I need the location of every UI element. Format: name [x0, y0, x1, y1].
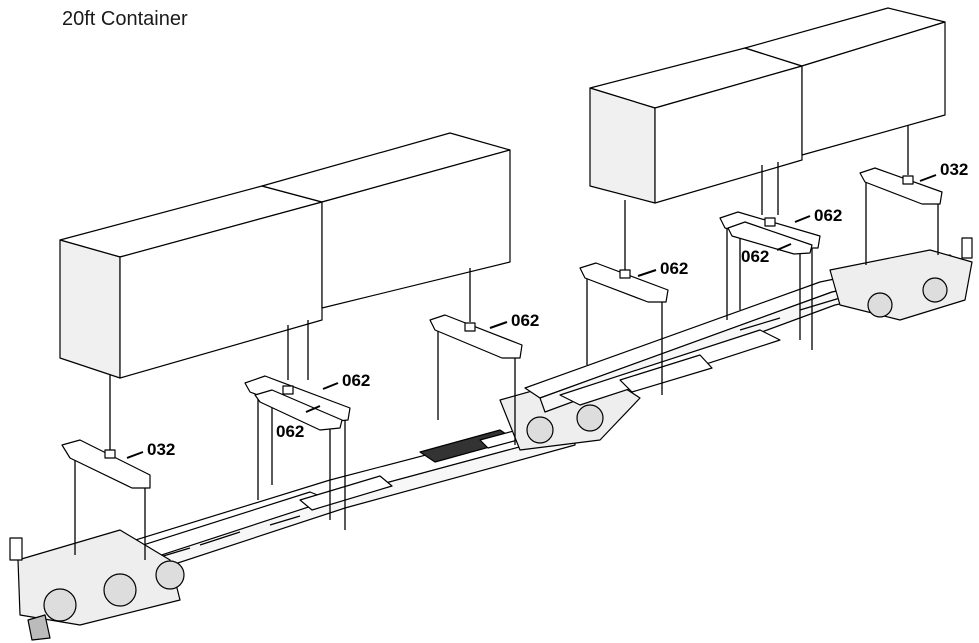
- wagon-right-frame: [524, 254, 963, 413]
- bracket-062-center-right: [579, 262, 669, 303]
- bogie-left: [9, 529, 185, 641]
- bracket-062-left-pair: [244, 375, 351, 431]
- part-label-062-center-left: 062: [511, 311, 539, 330]
- part-label-062-right-lower: 062: [741, 247, 769, 266]
- assembly-guide-lines: [74, 125, 939, 560]
- container-left-2: [261, 132, 511, 309]
- part-label-032-right: 032: [940, 160, 968, 179]
- page-title: 20ft Container: [62, 8, 188, 30]
- leader-lines: [126, 174, 937, 459]
- bracket-062-right-pair: [719, 211, 821, 255]
- bracket-032-left: [61, 439, 151, 489]
- part-label-032-left: 032: [147, 440, 175, 459]
- part-label-062-center-right: 062: [660, 259, 688, 278]
- container-right-2: [744, 7, 946, 156]
- bogie-right: [829, 237, 973, 321]
- part-label-062-left-lower: 062: [276, 422, 304, 441]
- container-right-1: [589, 47, 803, 204]
- wagon-left-frame: [31, 419, 576, 606]
- part-label-062-left-upper: 062: [342, 371, 370, 390]
- bracket-032-right: [859, 167, 943, 205]
- container-left-1: [59, 185, 323, 379]
- part-label-062-right-upper: 062: [814, 206, 842, 225]
- bracket-062-center-left: [429, 314, 523, 359]
